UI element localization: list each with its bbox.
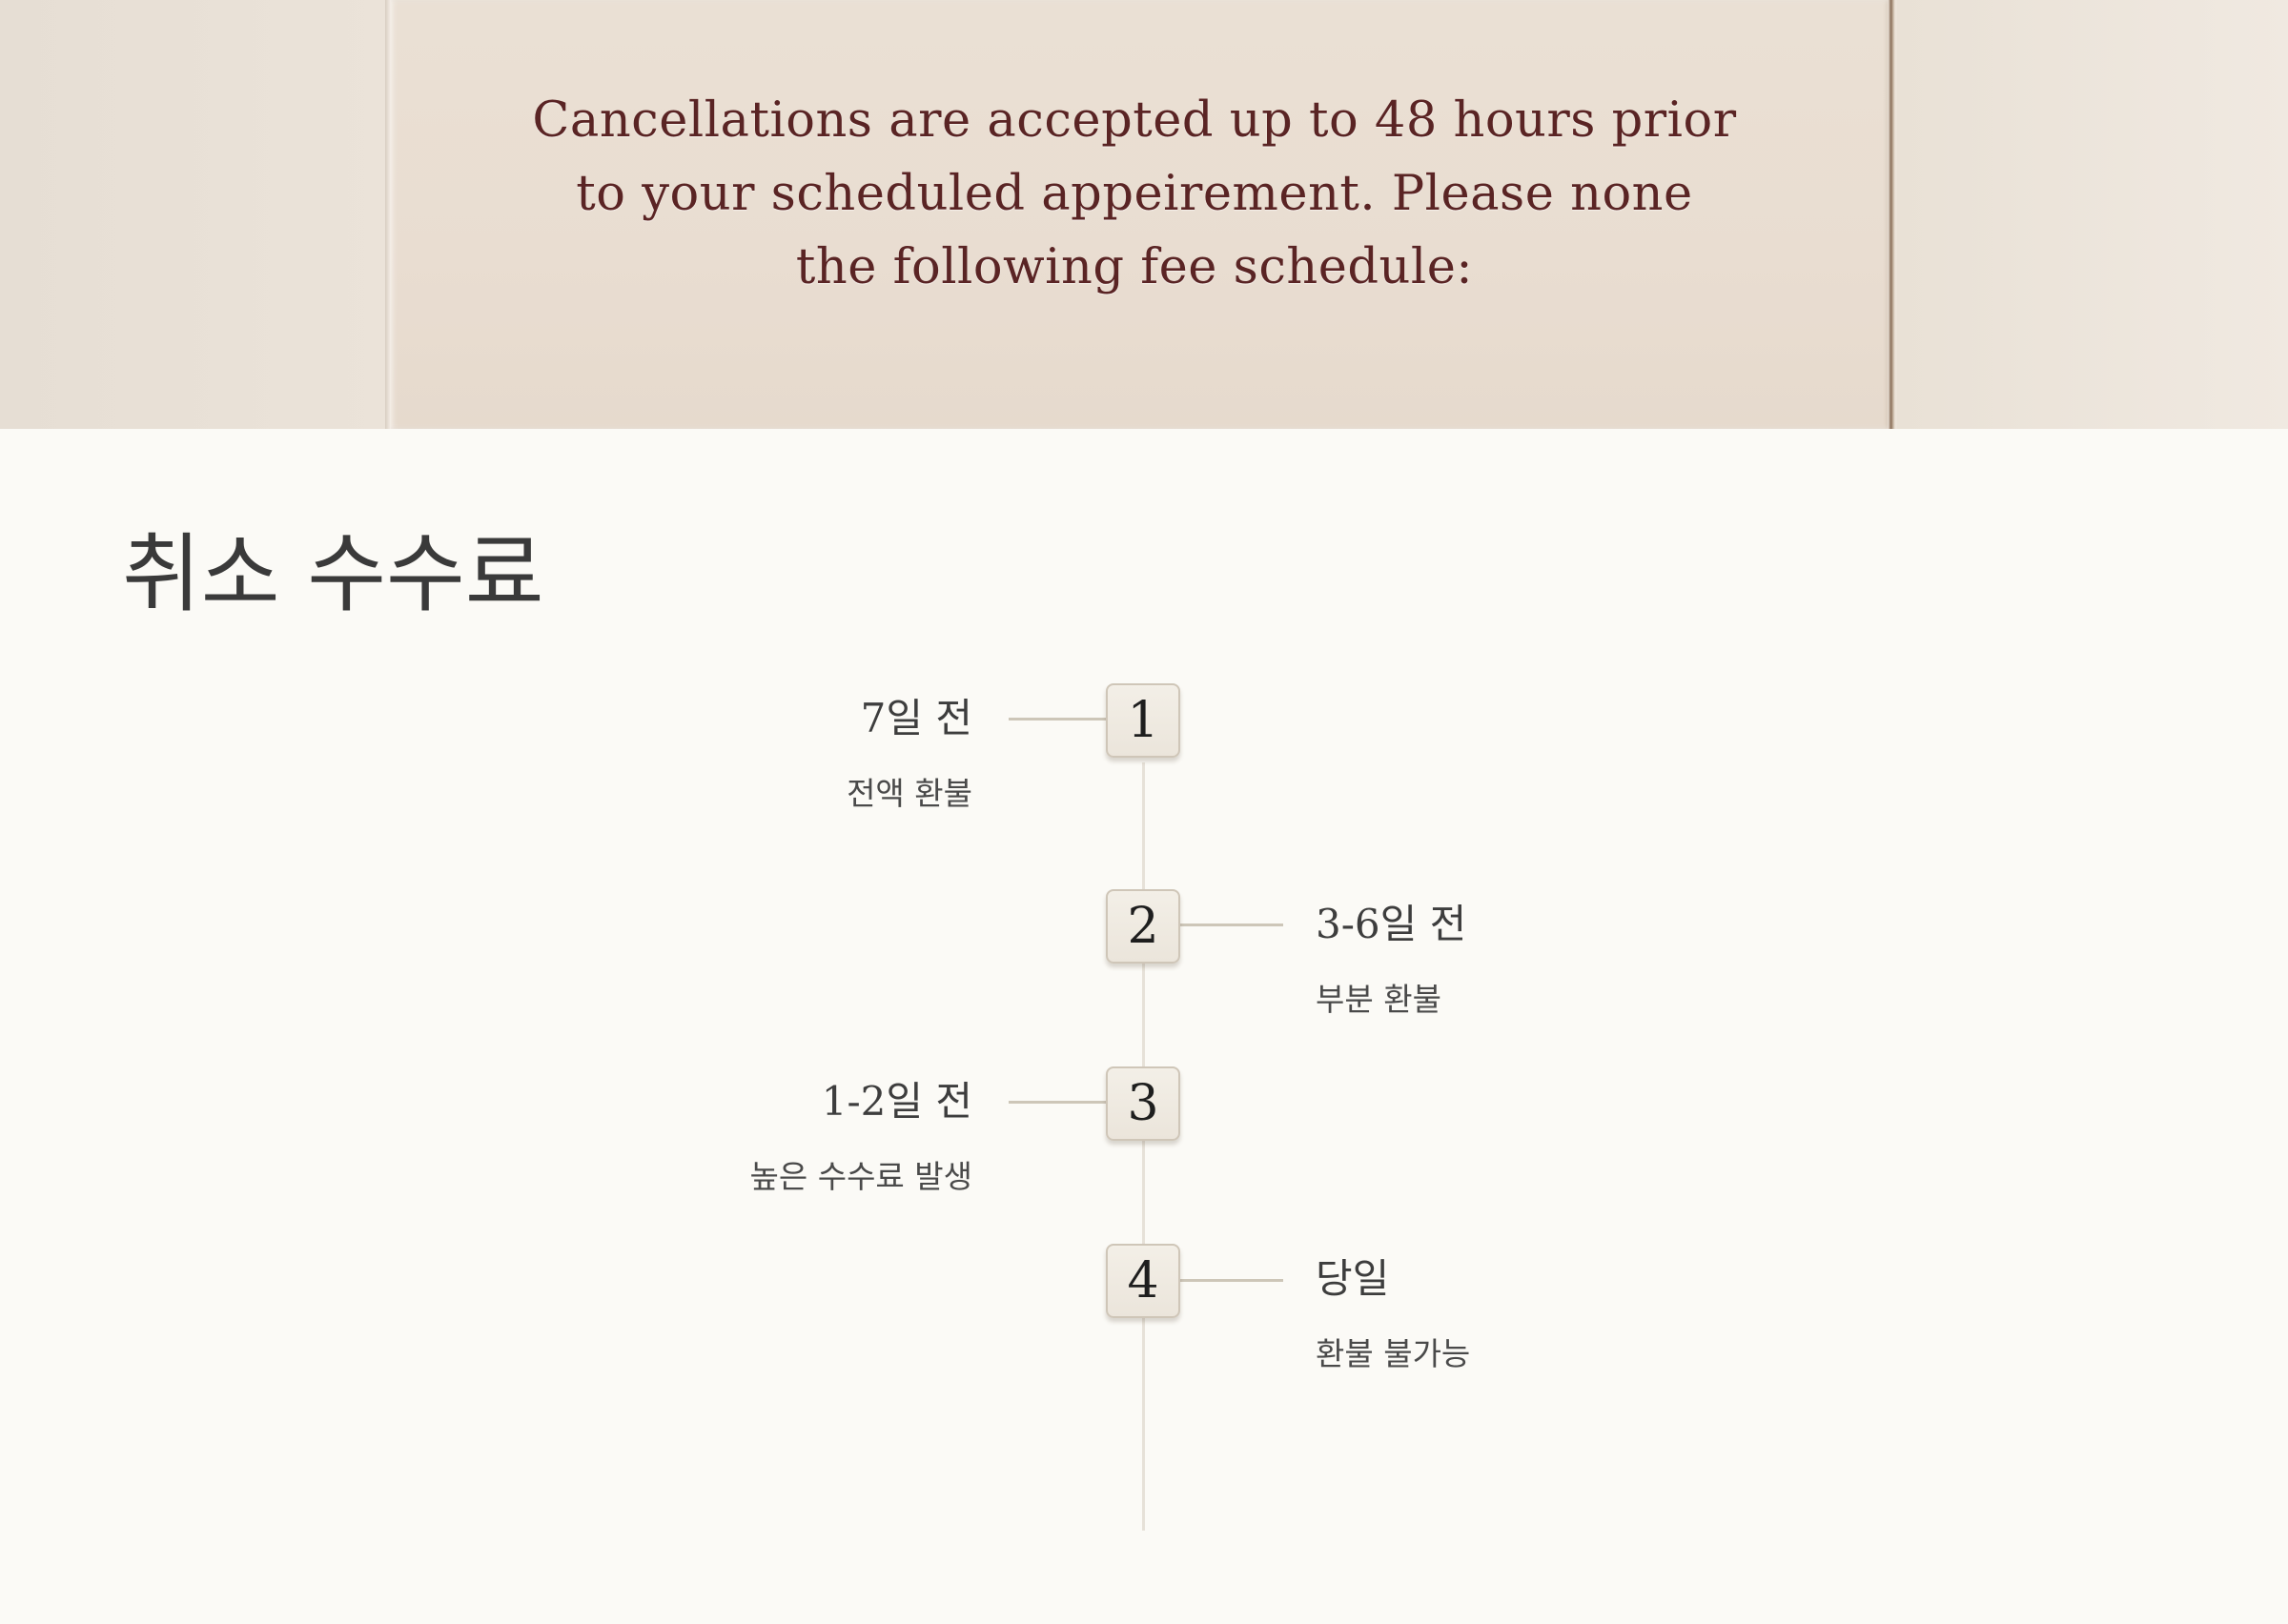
step-4-connector [1180,1279,1283,1282]
step-1-number-box: 1 [1106,683,1180,758]
step-3-connector [1009,1101,1108,1104]
step-2-description: 부분 환불 [1316,981,1441,1018]
hero-right-panel [1897,0,2288,429]
step-4-description: 환불 불가능 [1316,1335,1471,1372]
step-2-heading: 3-6일 전 [1316,901,1467,947]
step-1-heading: 7일 전 [860,695,972,741]
timeline-line [1142,762,1145,1531]
page-title: 취소 수수료 [122,524,544,624]
hero-center-panel [389,0,1890,429]
hero-text: Cancellations are accepted up to 48 hour… [532,92,1737,295]
hero-banner: Cancellations are accepted up to 48 hour… [0,0,2288,429]
hero-left-panel [0,0,386,429]
step-3-number-box: 3 [1106,1066,1180,1141]
hero-right-edge [1888,0,1895,429]
step-1-description: 전액 환불 [847,775,972,812]
step-4-number-box: 4 [1106,1244,1180,1318]
step-2-number-box: 2 [1106,889,1180,964]
hero-left-edge [385,0,391,429]
step-4-heading: 당일 [1316,1255,1390,1302]
step-2-connector [1180,924,1283,926]
step-1-connector [1009,718,1108,721]
step-3-heading: 1-2일 전 [821,1078,972,1125]
step-3-description: 높은 수수료 발생 [749,1158,973,1195]
